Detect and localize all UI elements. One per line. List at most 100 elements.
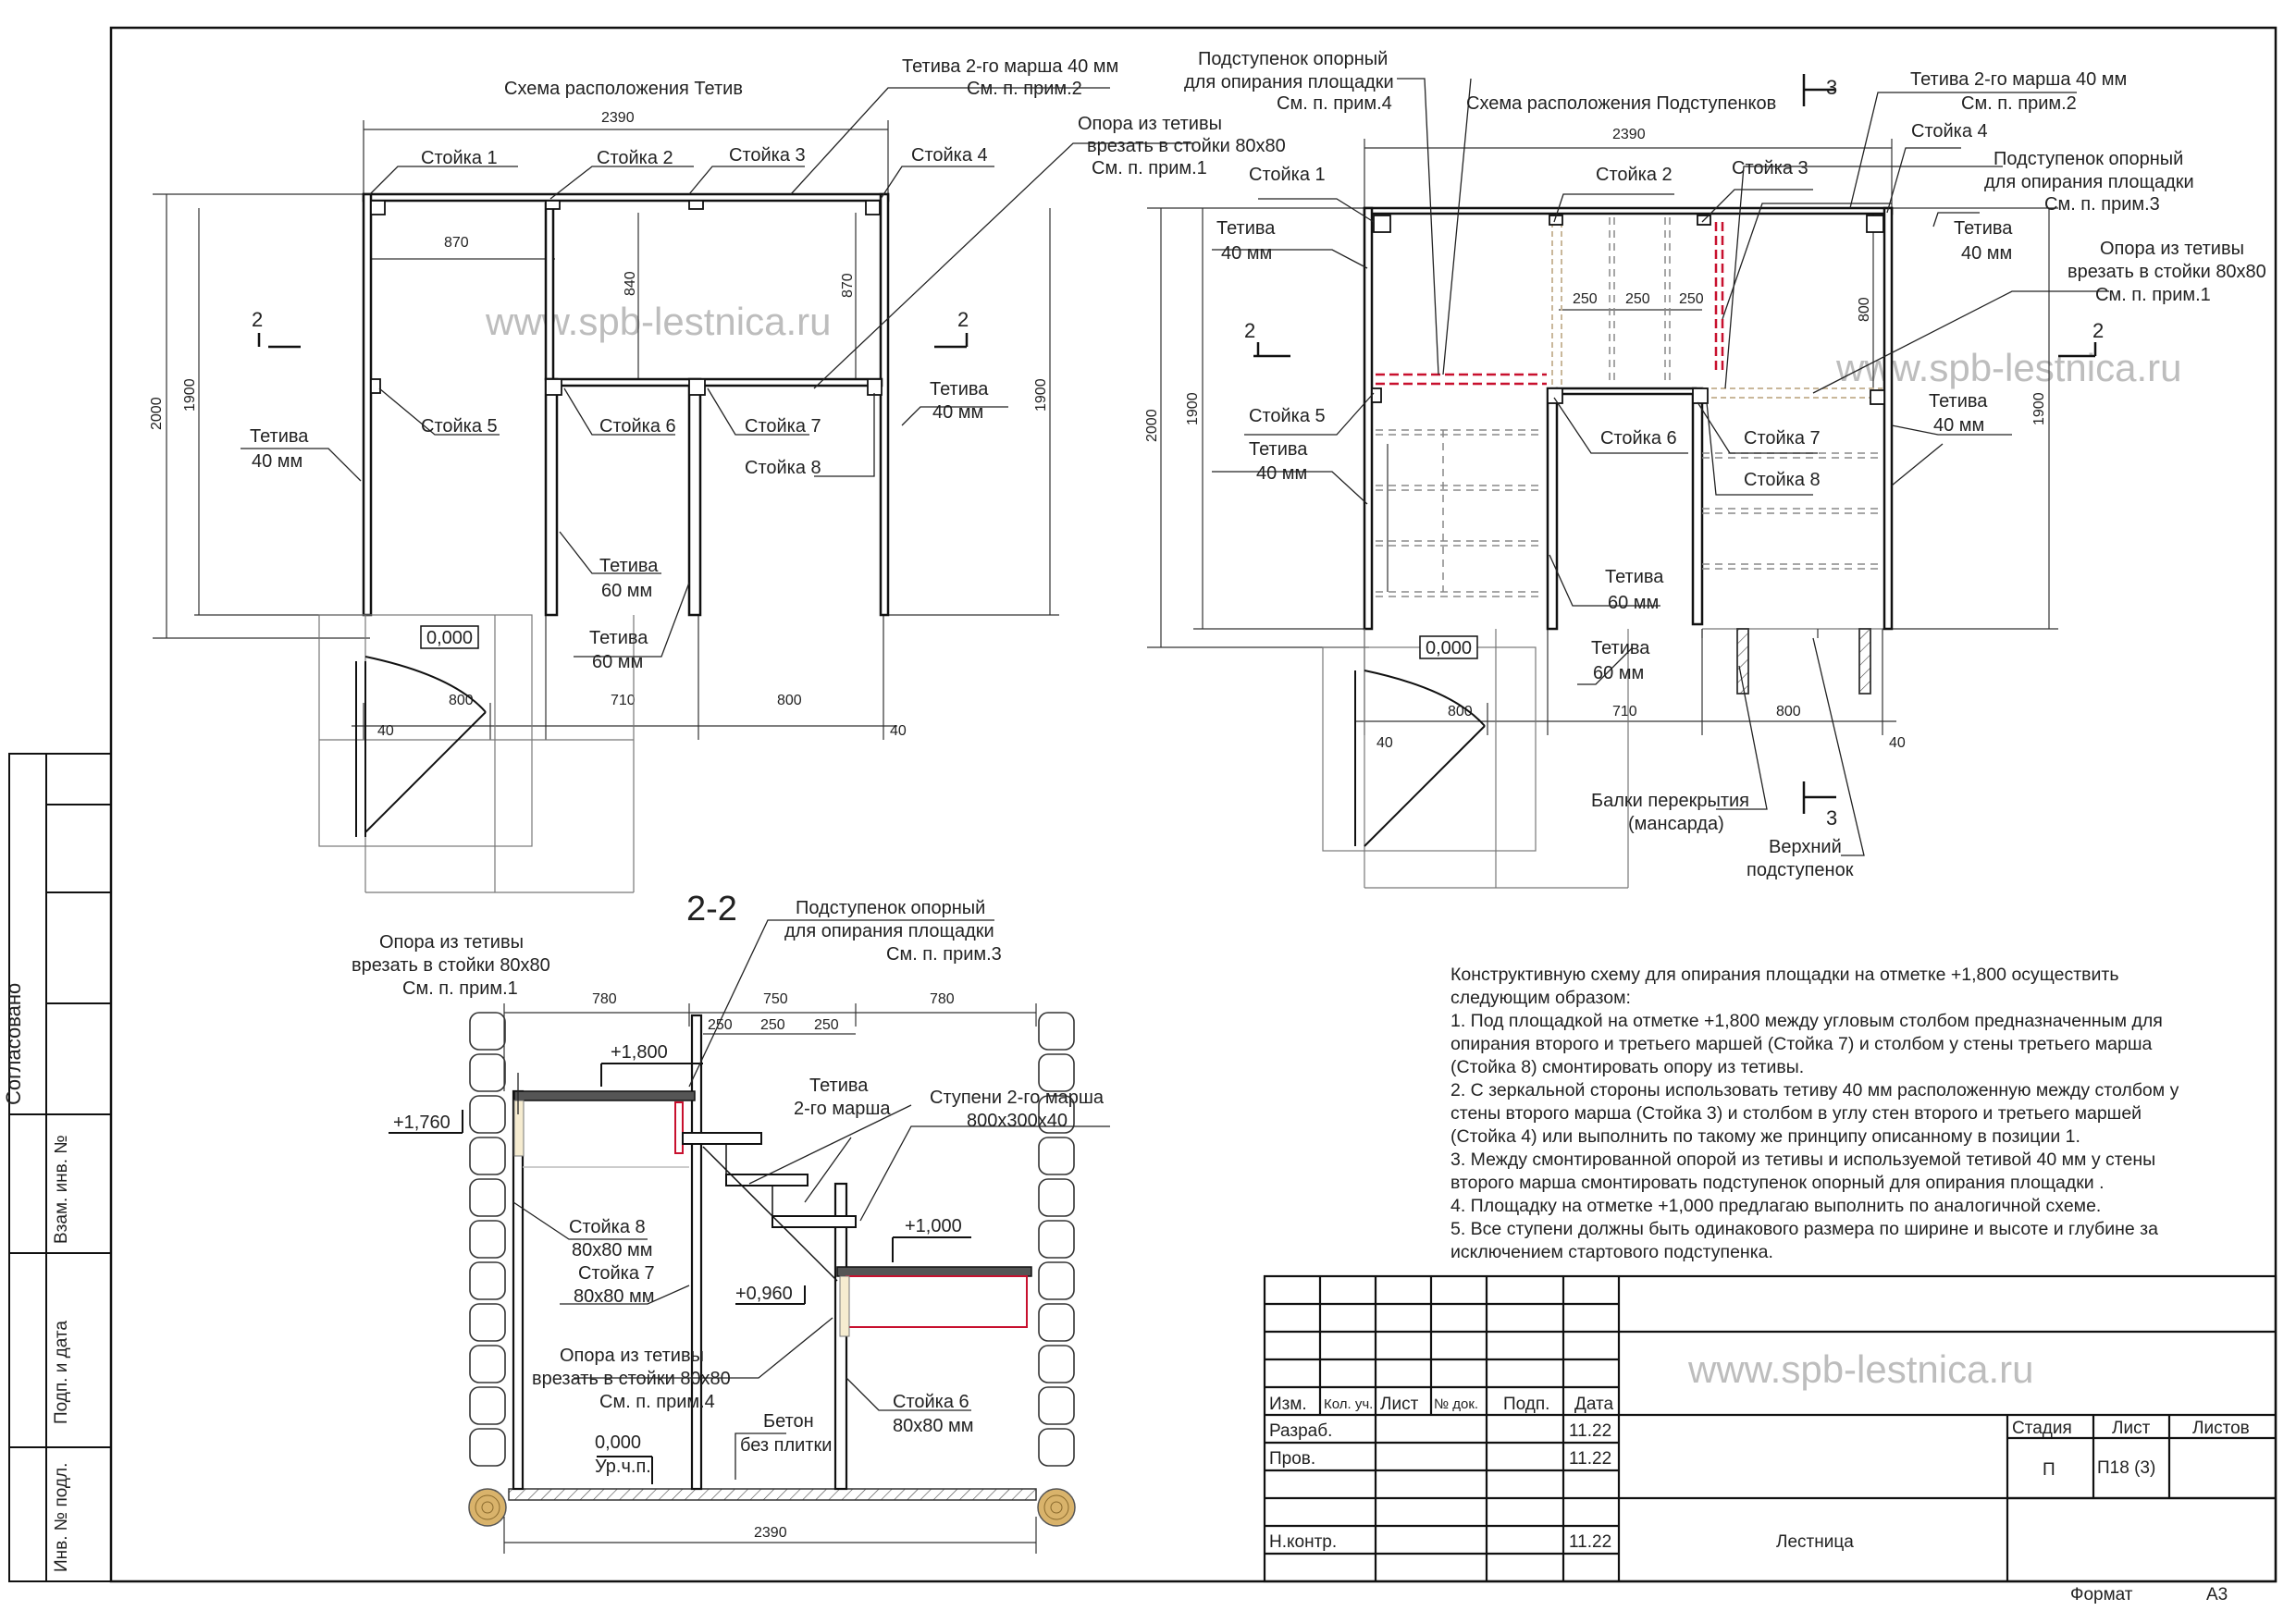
dim-870-vert: 870 <box>840 273 856 298</box>
s-opora1-1: Опора из тетивы <box>379 932 524 953</box>
post-2 <box>545 200 561 210</box>
note-12: исключением стартового подступенка. <box>1450 1242 1773 1262</box>
tb-d3: 11.22 <box>1569 1532 1611 1552</box>
stamp-soglas: Согласовано <box>2 983 25 1105</box>
r-post-1 <box>1373 215 1391 233</box>
section-mark-left-a: 2 <box>252 308 263 331</box>
s-tetiva2-1: Тетива <box>809 1076 869 1096</box>
s-opora4-3: См. п. прим.4 <box>599 1392 715 1412</box>
note-2: 1. Под площадкой на отметке +1,800 между… <box>1450 1011 2163 1031</box>
dim-710-left: 710 <box>611 693 636 708</box>
note-3: опирания второго и третьего маршей (Стой… <box>1450 1034 2152 1054</box>
left-wall <box>469 1012 506 1467</box>
l-tet40r-2: 40 мм <box>932 402 983 423</box>
tb-d1: 11.22 <box>1569 1421 1611 1441</box>
note-1: следующим образом: <box>1450 988 1631 1008</box>
r-opora-1: Опора из тетивы <box>2100 239 2244 259</box>
r-s8: Стойка 8 <box>1744 470 1821 490</box>
note-7: (Стойка 4) или выполнить по такому же пр… <box>1450 1126 2080 1147</box>
dim-2000-right: 2000 <box>1144 409 1160 442</box>
tb-list-h: Лист <box>2112 1419 2151 1438</box>
r-tetr1-2: 40 мм <box>1961 243 2012 264</box>
l-tetiva2-1: Тетива 2-го марша 40 мм <box>902 56 1118 77</box>
r-tet60b-2: 60 мм <box>1593 663 1644 683</box>
r-tetl1-1: Тетива <box>1216 218 1276 239</box>
r-opora-2: врезать в стойки 80х80 <box>2068 262 2266 282</box>
r-podst3-2: для опирания площадки <box>1984 172 2194 192</box>
l-s7: Стойка 7 <box>745 416 821 436</box>
r-podst4-2: для опирания площадки <box>1184 72 1394 92</box>
l-tet60a-2: 60 мм <box>601 581 652 601</box>
l-s4: Стойка 4 <box>911 145 988 166</box>
section-title: 2-2 <box>686 890 737 928</box>
right-wall <box>1038 1012 1075 1467</box>
r-podst4-1: Подступенок опорный <box>1198 49 1388 69</box>
r-post-4 <box>1866 215 1884 233</box>
note-5: 2. С зеркальной стороны использовать тет… <box>1450 1080 2179 1100</box>
tb-prov: Пров. <box>1269 1449 1315 1469</box>
post-8 <box>867 378 883 396</box>
s-podst-3: См. п. прим.3 <box>886 944 1002 965</box>
zero-right: 0,000 <box>1426 638 1472 658</box>
l-s6: Стойка 6 <box>599 416 676 436</box>
dim-250c: 250 <box>1679 291 1704 307</box>
right-plan: Схема расположения Подступенков www.spb-… <box>1144 49 2266 889</box>
watermark-left: www.spb-lestnica.ru <box>485 300 831 343</box>
l-s5: Стойка 5 <box>421 416 498 436</box>
l-tet60a-1: Тетива <box>599 556 659 576</box>
r-podst3-1: Подступенок опорный <box>1994 149 2183 169</box>
l-tet40l-1: Тетива <box>250 426 309 447</box>
dim-40a-right: 40 <box>1376 735 1393 751</box>
s-s7-2: 80х80 мм <box>574 1286 655 1307</box>
r-balki-2: (мансарда) <box>1628 814 1724 834</box>
r-post-8 <box>1870 389 1885 405</box>
sec-mark-2b: 2 <box>2092 319 2104 342</box>
dim-1900-left: 1900 <box>182 378 198 412</box>
dim-250a: 250 <box>1573 291 1598 307</box>
sec-mark-2a: 2 <box>1244 319 1255 342</box>
l-s3: Стойка 3 <box>729 145 806 166</box>
post-6 <box>545 378 562 396</box>
elev-960: +0,960 <box>735 1284 793 1304</box>
section-mark-left-b: 2 <box>957 308 969 331</box>
s-beton-2: без плитки <box>740 1435 832 1456</box>
s-opora4-2: врезать в стойки 80х80 <box>532 1369 731 1389</box>
r-post-6 <box>1547 387 1563 404</box>
elev-1760: +1,760 <box>393 1113 451 1133</box>
s-stupeni-2: 800х300х40 <box>967 1111 1068 1131</box>
tb-izm: Изм. <box>1269 1395 1307 1414</box>
s-beton-1: Бетон <box>763 1411 814 1432</box>
s-s8-1: Стойка 8 <box>569 1217 646 1237</box>
notes: Конструктивную схему для опирания площад… <box>1450 965 2179 1262</box>
r-s2: Стойка 2 <box>1596 165 1673 185</box>
tb-razrab: Разраб. <box>1269 1421 1332 1441</box>
s-podst-2: для опирания площадки <box>784 921 994 941</box>
tb-stadia-h: Стадия <box>2012 1419 2072 1438</box>
dim-870-left: 870 <box>444 235 469 251</box>
dim-2390-right: 2390 <box>1612 127 1646 142</box>
l-s1: Стойка 1 <box>421 148 498 168</box>
r-tetiva2-1: Тетива 2-го марша 40 мм <box>1910 69 2127 90</box>
dim-800b-left: 800 <box>777 693 802 708</box>
s-stupeni-1: Ступени 2-го марша <box>930 1088 1105 1108</box>
l-opora-2: врезать в стойки 80х80 <box>1087 136 1286 156</box>
r-verh-1: Верхний <box>1769 837 1842 857</box>
left-plan: Схема расположения Тетив www.spb-lestnic… <box>149 56 1286 893</box>
r-post-7 <box>1692 387 1709 404</box>
r-tet60a-2: 60 мм <box>1608 593 1659 613</box>
dim-710-right: 710 <box>1612 704 1637 719</box>
section-2-2: 2-2 <box>352 890 1110 1554</box>
stamp-vzam: Взам. инв. № <box>52 1135 71 1244</box>
s-s7-1: Стойка 7 <box>578 1263 655 1284</box>
note-9: второго марша смонтировать подступенок о… <box>1450 1173 2105 1193</box>
s-opora1-2: врезать в стойки 80х80 <box>352 955 550 976</box>
dim-1900-right-r: 1900 <box>2031 392 2047 425</box>
note-0: Конструктивную схему для опирания площад… <box>1450 965 2118 985</box>
r-tet60a-1: Тетива <box>1605 567 1664 587</box>
dim-40b-left: 40 <box>890 723 907 739</box>
r-tetr2-1: Тетива <box>1929 391 1988 412</box>
l-tet60b-1: Тетива <box>589 628 648 648</box>
title-block <box>1263 1274 2277 1583</box>
tb-list-v: П18 (3) <box>2097 1458 2155 1478</box>
s-opora4-1: Опора из тетивы <box>560 1346 704 1366</box>
